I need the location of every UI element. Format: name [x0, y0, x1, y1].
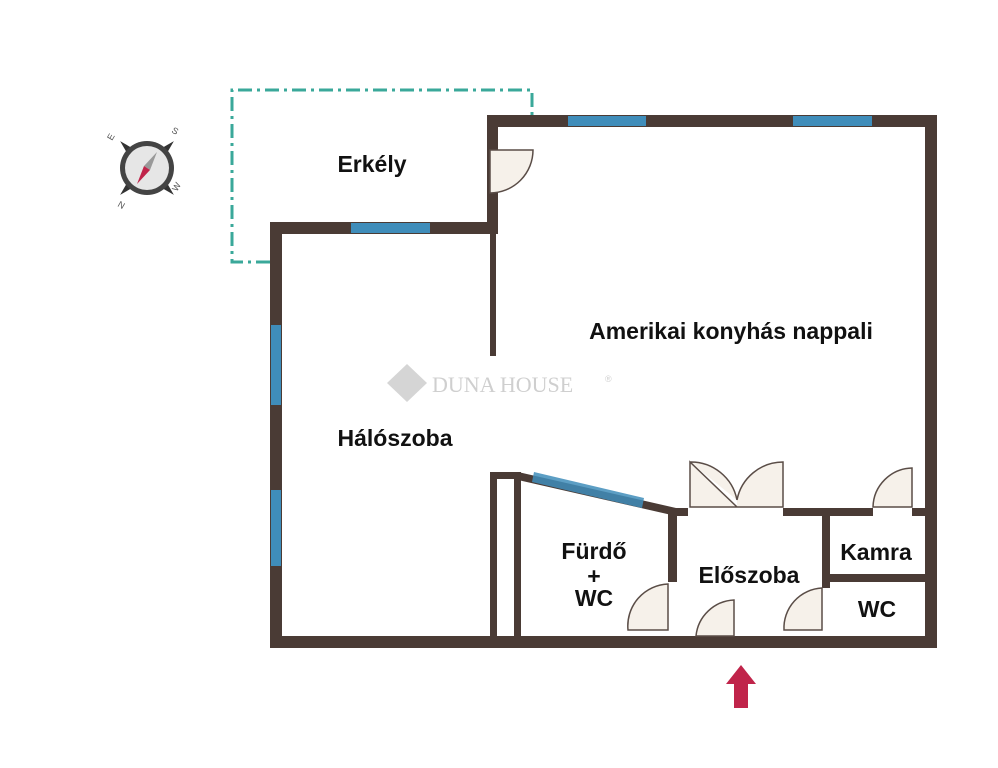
duna-house-watermark: DUNA HOUSE ®	[387, 364, 612, 402]
room-label-bedroom: Hálószoba	[337, 425, 452, 451]
room-label-bath-3: WC	[575, 585, 613, 611]
compass-s: S	[170, 125, 180, 137]
room-label-wc: WC	[858, 596, 896, 622]
compass-w: W	[170, 180, 183, 193]
room-label-bath-2: +	[587, 563, 600, 589]
doors	[489, 149, 913, 637]
room-label-pantry: Kamra	[840, 539, 912, 565]
balcony-outline	[230, 88, 534, 264]
svg-text:®: ®	[605, 374, 612, 384]
svg-text:DUNA HOUSE: DUNA HOUSE	[432, 372, 573, 397]
room-label-living: Amerikai konyhás nappali	[589, 318, 873, 344]
compass-e: E	[105, 132, 117, 142]
compass-icon: E S W N	[105, 125, 183, 211]
room-label-bath-1: Fürdő	[561, 538, 626, 564]
windows	[271, 116, 872, 566]
compass-n: N	[116, 199, 127, 211]
room-label-hall: Előszoba	[699, 562, 800, 588]
room-label-balcony: Erkély	[337, 151, 406, 177]
walls	[270, 115, 937, 648]
entrance-arrow-icon	[726, 665, 756, 708]
